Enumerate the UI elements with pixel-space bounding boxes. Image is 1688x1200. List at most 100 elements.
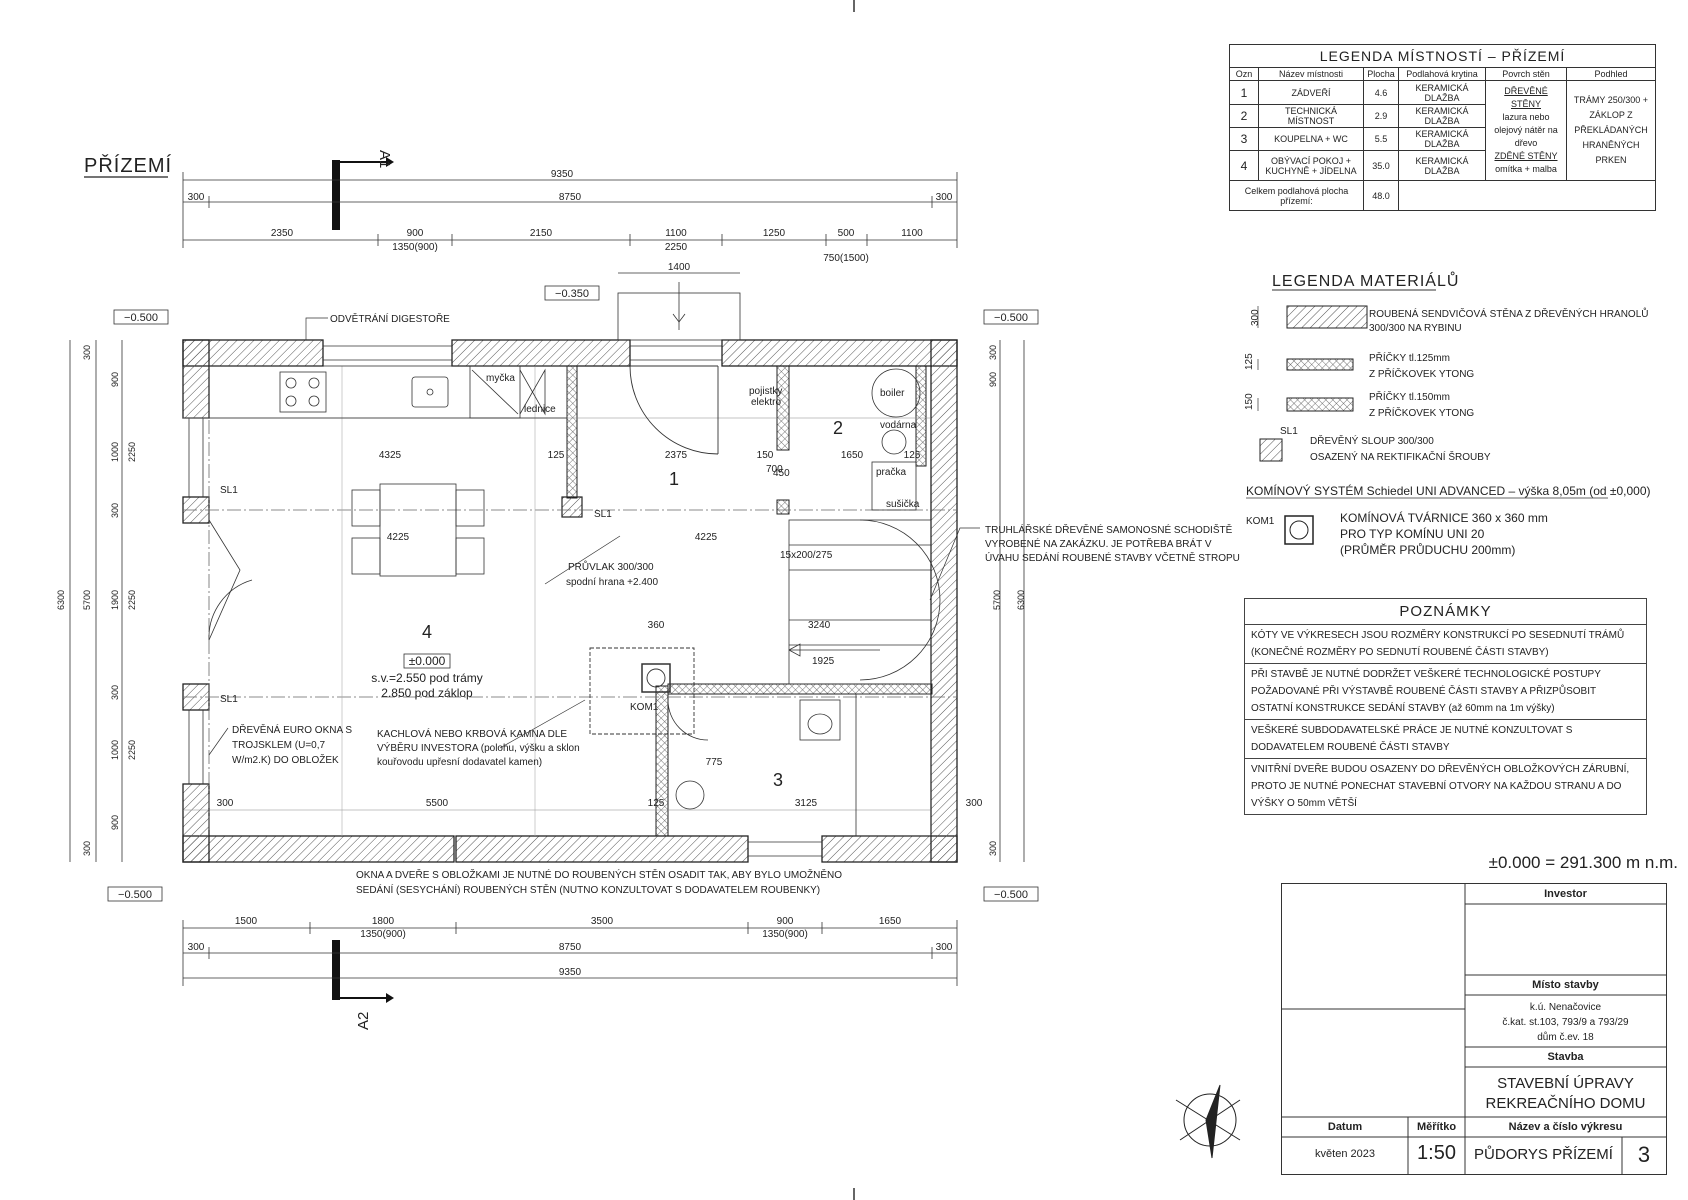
site-label: Místo stavby: [1532, 979, 1599, 991]
section-label-a1: A1: [376, 150, 393, 168]
svg-text:3500: 3500: [591, 916, 614, 927]
svg-text:900: 900: [110, 815, 120, 830]
svg-text:300: 300: [110, 685, 120, 700]
svg-text:2250: 2250: [127, 442, 137, 462]
svg-text:2250: 2250: [127, 590, 137, 610]
svg-text:DŘEVĚNÁ EURO OKNA S: DŘEVĚNÁ EURO OKNA S: [232, 723, 352, 736]
drawing-label: Název a číslo výkresu: [1508, 1121, 1623, 1133]
svg-text:3125: 3125: [795, 798, 818, 809]
svg-text:±0.000: ±0.000: [409, 654, 446, 668]
svg-text:spodní hrana +2.400: spodní hrana +2.400: [566, 577, 658, 588]
svg-text:PRŮVLAK 300/300: PRŮVLAK 300/300: [568, 560, 654, 573]
svg-text:DŘEVĚNÝ SLOUP 300/300: DŘEVĚNÝ SLOUP 300/300: [1310, 434, 1434, 447]
exterior-walls: [182, 339, 958, 863]
svg-text:PŘÍČKY tl.150mm: PŘÍČKY tl.150mm: [1369, 390, 1450, 403]
svg-text:300: 300: [110, 503, 120, 518]
svg-text:(PRŮMĚR PRŮDUCHU 200mm): (PRŮMĚR PRŮDUCHU 200mm): [1340, 542, 1515, 557]
date-label: Datum: [1327, 1121, 1363, 1133]
svg-text:lednice: lednice: [524, 404, 556, 415]
svg-text:5500: 5500: [426, 798, 449, 809]
svg-text:450: 450: [773, 468, 790, 479]
note-item: PŘI STAVBĚ JE NUTNÉ DODRŽET VEŠKERÉ TECH…: [1245, 664, 1646, 720]
scale-value: 1:50: [1417, 1142, 1456, 1164]
plan-title: PŘÍZEMÍ: [84, 154, 172, 177]
svg-text:150: 150: [1244, 393, 1255, 410]
section-marker-a1: A1: [332, 150, 394, 230]
entry-door: [629, 365, 719, 455]
svg-text:SL1: SL1: [594, 509, 612, 520]
svg-text:s.v.=2.550 pod trámy: s.v.=2.550 pod trámy: [371, 671, 483, 685]
svg-text:KOMÍNOVÁ TVÁRNICE 360 x 360 mm: KOMÍNOVÁ TVÁRNICE 360 x 360 mm: [1340, 510, 1548, 525]
svg-text:300: 300: [188, 192, 205, 203]
svg-text:kouřovodu upřesní dodavatel ka: kouřovodu upřesní dodavatel kamen): [377, 757, 542, 768]
note-item: VEŠKERÉ SUBDODAVATELSKÉ PRÁCE JE NUTNÉ K…: [1245, 720, 1646, 759]
building-label: Stavba: [1547, 1051, 1584, 1063]
svg-text:15x200/275: 15x200/275: [780, 550, 833, 561]
svg-text:1650: 1650: [879, 916, 902, 927]
svg-text:1500: 1500: [235, 916, 258, 927]
svg-text:5700: 5700: [992, 590, 1002, 610]
svg-text:125: 125: [648, 798, 665, 809]
note-item: VNITŘNÍ DVEŘE BUDOU OSAZENY DO DŘEVĚNÝCH…: [1251, 764, 1630, 809]
svg-text:TRUHLÁŘSKÉ DŘEVĚNÉ SAMONOSNÉ S: TRUHLÁŘSKÉ DŘEVĚNÉ SAMONOSNÉ SCHODIŠTĚ: [985, 523, 1233, 536]
investor-label: Investor: [1544, 888, 1587, 900]
svg-text:900: 900: [407, 228, 424, 239]
svg-text:2150: 2150: [530, 228, 553, 239]
svg-text:1000: 1000: [110, 740, 120, 760]
room-legend-table: LEGENDA MÍSTNOSTÍ – PŘÍZEMÍ Ozn Název mí…: [1229, 44, 1656, 211]
svg-text:775: 775: [706, 757, 723, 768]
svg-text:−0.500: −0.500: [118, 889, 152, 901]
svg-text:VYROBENÉ NA ZAKÁZKU. JE POTŘEB: VYROBENÉ NA ZAKÁZKU. JE POTŘEBA BRÁT V: [985, 537, 1212, 550]
bottom-dimensions: [182, 920, 958, 986]
elevation-reference: ±0.000 = 291.300 m n.m.: [1489, 853, 1678, 872]
svg-text:900: 900: [988, 372, 998, 387]
svg-text:300: 300: [82, 345, 92, 360]
svg-text:1400: 1400: [668, 262, 691, 273]
svg-text:125: 125: [1244, 353, 1255, 370]
svg-text:300: 300: [988, 345, 998, 360]
svg-text:360: 360: [648, 620, 665, 631]
svg-text:125: 125: [904, 450, 921, 461]
section-label-a2: A2: [355, 1012, 372, 1030]
svg-text:−0.500: −0.500: [994, 312, 1028, 324]
dining-table: [351, 483, 485, 577]
date-value: květen 2023: [1315, 1148, 1375, 1160]
svg-text:−0.500: −0.500: [124, 312, 158, 324]
svg-text:1800: 1800: [372, 916, 395, 927]
svg-text:ROUBENÁ SENDVIČOVÁ STĚNA Z DŘE: ROUBENÁ SENDVIČOVÁ STĚNA Z DŘEVĚNÝCH HRA…: [1369, 307, 1649, 320]
interior-partitions: [566, 365, 933, 837]
svg-text:1100: 1100: [665, 228, 687, 239]
section-marker-a2: A2: [332, 940, 394, 1030]
terrace-door: [208, 519, 253, 641]
room-4-number: 4: [422, 622, 432, 642]
kitchen-unit: [208, 365, 568, 419]
svg-text:1925: 1925: [812, 656, 835, 667]
svg-text:2350: 2350: [271, 228, 294, 239]
note-item: KÓTY VE VÝKRESECH JSOU ROZMĚRY KONSTRUKC…: [1245, 625, 1646, 664]
column-sl1-icon: [561, 496, 583, 518]
svg-text:sušička: sušička: [886, 499, 920, 510]
svg-text:PRO TYP KOMÍNU UNI 20: PRO TYP KOMÍNU UNI 20: [1340, 526, 1485, 541]
svg-text:2250: 2250: [665, 242, 688, 253]
building-name-line-1: STAVEBNÍ ÚPRAVY: [1497, 1075, 1634, 1092]
svg-text:900: 900: [777, 916, 794, 927]
svg-text:1100: 1100: [901, 228, 923, 239]
notes-box: POZNÁMKY KÓTY VE VÝKRESECH JSOU ROZMĚRY …: [1244, 598, 1647, 815]
title-block: Investor Místo stavby k.ú. Nenačovice č.…: [1281, 883, 1667, 1175]
svg-text:Z PŘÍČKOVEK YTONG: Z PŘÍČKOVEK YTONG: [1369, 406, 1474, 419]
notes-title: POZNÁMKY: [1245, 599, 1646, 625]
svg-text:OSAZENÝ NA REKTIFIKAČNÍ ŠROUBY: OSAZENÝ NA REKTIFIKAČNÍ ŠROUBY: [1310, 450, 1491, 463]
svg-text:−0.350: −0.350: [555, 288, 589, 300]
svg-text:300/300 NA RYBINU: 300/300 NA RYBINU: [1369, 323, 1462, 334]
drawing-name: PŮDORYS PŘÍZEMÍ: [1474, 1146, 1613, 1163]
svg-text:2250: 2250: [127, 740, 137, 760]
svg-text:KACHLOVÁ NEBO KRBOVÁ KAMNA DLE: KACHLOVÁ NEBO KRBOVÁ KAMNA DLE: [377, 727, 567, 740]
right-dimensions: [999, 340, 1025, 862]
svg-text:900: 900: [110, 372, 120, 387]
bathroom-fixtures: [667, 693, 932, 837]
svg-text:1350(900): 1350(900): [360, 929, 406, 940]
svg-text:6300: 6300: [56, 590, 66, 610]
svg-text:ODVĚTRÁNÍ DIGESTOŘE: ODVĚTRÁNÍ DIGESTOŘE: [330, 312, 450, 325]
svg-text:4225: 4225: [387, 532, 410, 543]
technical-room-equipment: [871, 368, 921, 511]
